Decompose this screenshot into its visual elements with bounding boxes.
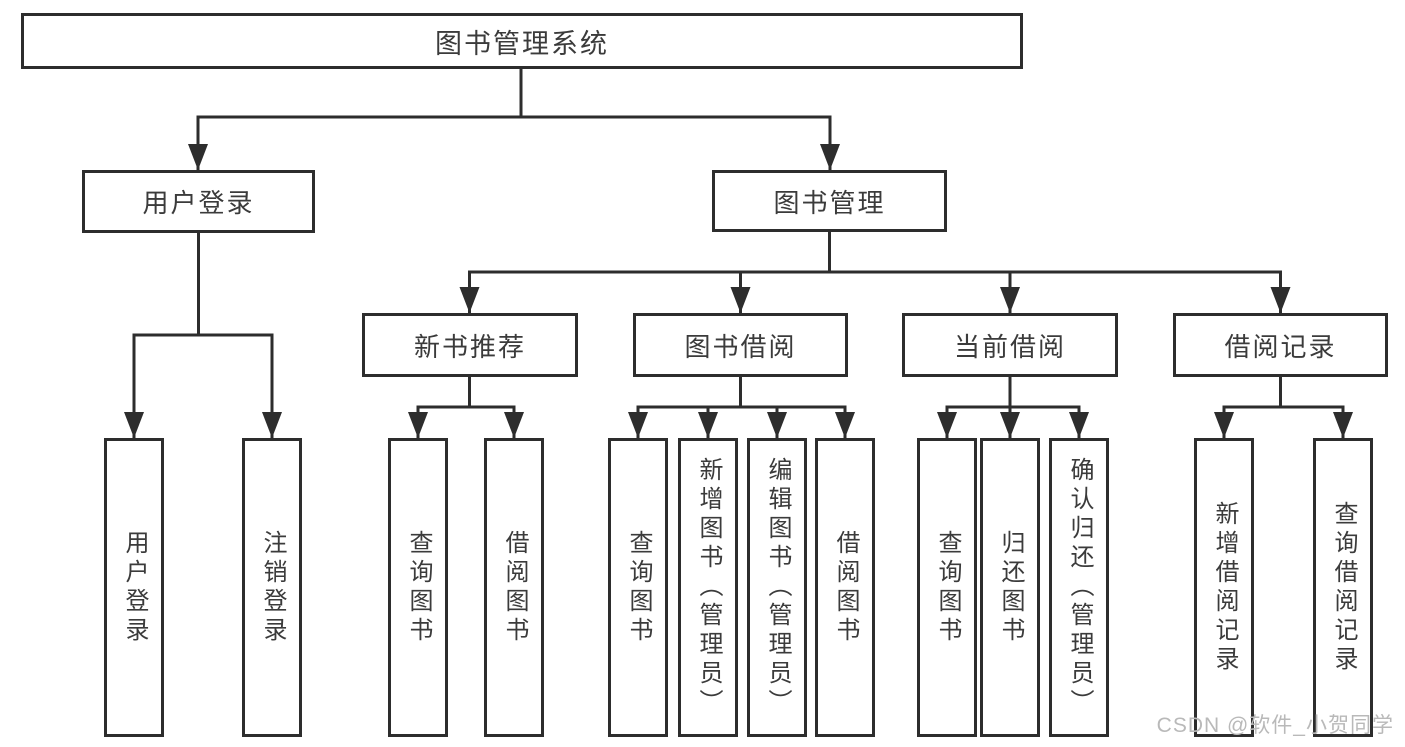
leaf-user-login: 用户登录 xyxy=(104,438,164,737)
leaf-confirm-return-admin: 确认归还（管理员） xyxy=(1049,438,1109,737)
leaf-query-borrow-record: 查询借阅记录 xyxy=(1313,438,1373,737)
leaf-logout-login: 注销登录 xyxy=(242,438,302,737)
leaf-borrow-books-borrowing: 借阅图书 xyxy=(815,438,875,737)
node-user-login: 用户登录 xyxy=(82,170,315,233)
leaf-return-books: 归还图书 xyxy=(980,438,1040,737)
leaf-add-borrow-record: 新增借阅记录 xyxy=(1194,438,1254,737)
node-new-book-recommend: 新书推荐 xyxy=(362,313,578,377)
connector-paths xyxy=(132,68,1345,438)
watermark-text: CSDN @软件_小贺同学 xyxy=(1156,714,1394,737)
leaf-borrow-books-recommend: 借阅图书 xyxy=(484,438,544,737)
leaf-edit-books-admin: 编辑图书（管理员） xyxy=(747,438,807,737)
node-book-management: 图书管理 xyxy=(712,170,947,232)
node-current-borrowing: 当前借阅 xyxy=(902,313,1118,377)
node-book-borrowing: 图书借阅 xyxy=(633,313,848,377)
node-library-management-system: 图书管理系统 xyxy=(21,13,1023,69)
arrowhead-icons xyxy=(124,144,1353,438)
leaf-query-books-recommend: 查询图书 xyxy=(388,438,448,737)
leaf-query-books-borrowing: 查询图书 xyxy=(608,438,668,737)
leaf-query-books-current: 查询图书 xyxy=(917,438,977,737)
node-borrowing-records: 借阅记录 xyxy=(1173,313,1388,377)
leaf-add-books-admin: 新增图书（管理员） xyxy=(678,438,738,737)
